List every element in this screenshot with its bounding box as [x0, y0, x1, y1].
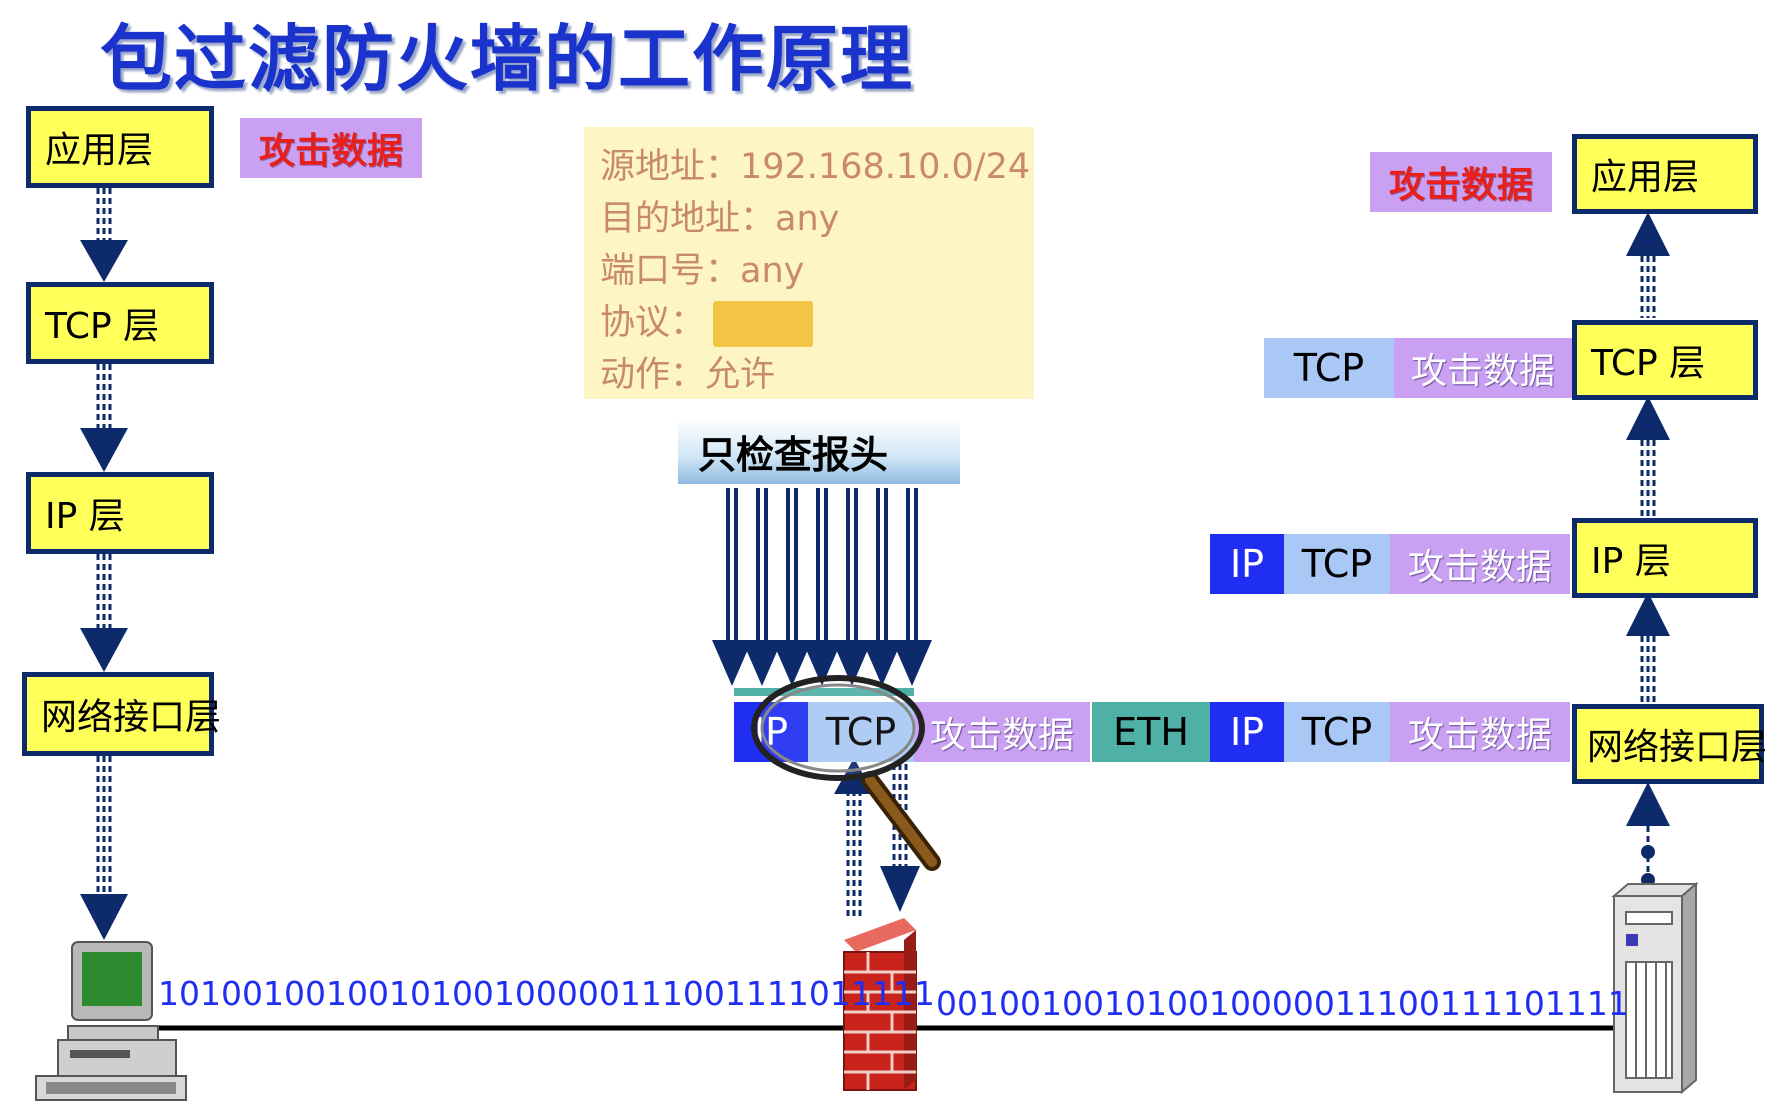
right-bit-stream: 001001001010010000011100111101111 [936, 984, 1629, 1023]
inspected-ip-header: IP [734, 702, 808, 762]
filter-rule-box: 源地址：192.168.10.0/24 目的地址：any 端口号：any 协议：… [584, 127, 1034, 399]
right-ip-header: IP [1210, 534, 1284, 594]
frame-attack-data: 攻击数据 [1390, 702, 1570, 762]
right-tcp-attack-data: 攻击数据 [1394, 338, 1572, 398]
right-ip-attack-data: 攻击数据 [1390, 534, 1570, 594]
frame-ip-header: IP [1210, 702, 1284, 762]
left-ip-layer: IP 层 [26, 472, 214, 554]
right-attack-data: 攻击数据 [1370, 152, 1552, 212]
page-title: 包过滤防火墙的工作原理 [100, 17, 915, 101]
rule-protocol: 协议： [600, 297, 1034, 349]
rule-source: 源地址：192.168.10.0/24 [600, 147, 1031, 187]
right-arrowheads [1626, 212, 1670, 887]
right-ip-layer: IP 层 [1572, 518, 1758, 598]
left-attack-data: 攻击数据 [240, 118, 422, 178]
rule-protocol-label: 协议： [600, 303, 706, 343]
right-application-layer: 应用层 [1572, 134, 1758, 214]
eth-frame-header: ETH [1092, 702, 1210, 762]
right-ip-tcp-header: TCP [1284, 534, 1390, 594]
left-application-layer: 应用层 [26, 106, 214, 188]
server-icon [1611, 881, 1699, 1095]
left-bit-stream: 1010010010010100100000111001111011111 [158, 974, 935, 1013]
computer-icon [35, 941, 187, 1101]
left-network-layer: 网络接口层 [22, 672, 221, 756]
inspect-arrows [726, 488, 918, 650]
rule-protocol-value [713, 301, 814, 347]
rule-action: 动作：允许 [600, 355, 776, 395]
rule-destination: 目的地址：any [600, 199, 840, 239]
inspect-arrowheads [712, 640, 932, 686]
right-tcp-header: TCP [1264, 338, 1394, 398]
inspected-attack-data: 攻击数据 [914, 702, 1090, 762]
left-stack-arrows [96, 188, 112, 894]
left-arrowheads [80, 240, 128, 940]
right-network-layer: 网络接口层 [1572, 704, 1767, 784]
rule-port: 端口号：any [600, 251, 805, 291]
inspected-tcp-header: TCP [808, 702, 914, 762]
right-stack-arrows [1640, 256, 1656, 880]
inspect-header-label: 只检查报头 [678, 418, 960, 484]
right-tcp-layer: TCP 层 [1572, 320, 1758, 400]
left-tcp-layer: TCP 层 [26, 282, 214, 364]
firewall-icon [843, 918, 917, 1091]
frame-tcp-header: TCP [1284, 702, 1390, 762]
